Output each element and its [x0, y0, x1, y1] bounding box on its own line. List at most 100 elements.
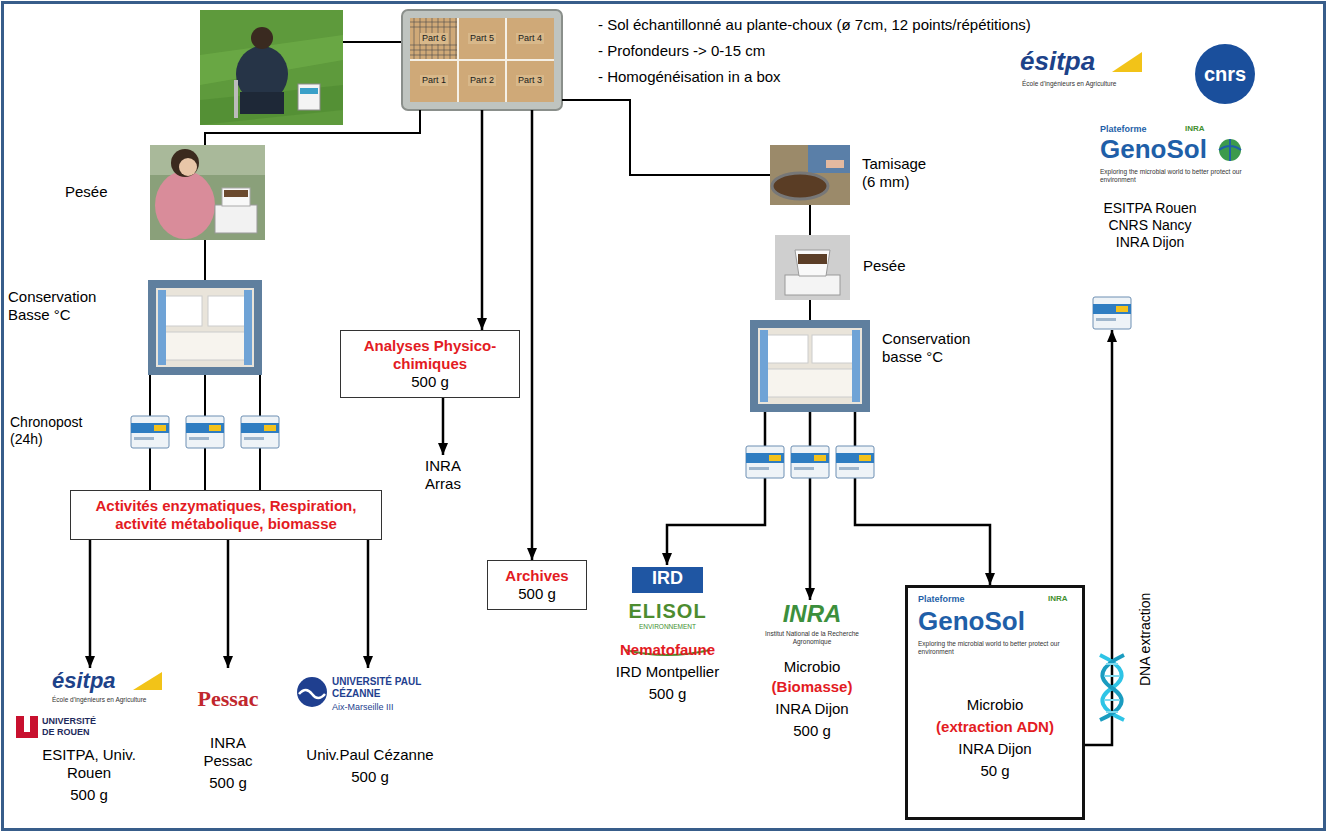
rouen-logo-mark — [16, 716, 38, 738]
process-box: Archives500 g — [487, 560, 587, 610]
connector — [442, 398, 445, 455]
node-text: Archives — [496, 567, 578, 585]
connector — [809, 412, 812, 600]
node-text: Plateforme — [918, 594, 1018, 605]
connector — [367, 540, 370, 668]
sieving-photo — [770, 145, 850, 205]
lab-destination: INRAInstitut National de la Recherche Ag… — [752, 600, 872, 745]
shipping-bag — [131, 416, 169, 448]
node-text: Institut National de la Recherche Agrono… — [752, 630, 872, 646]
photo-step: Conservation Basse °C — [6, 280, 262, 375]
node-text: Exploring the microbial world to better … — [1100, 168, 1250, 184]
shipping-bag — [791, 446, 829, 478]
dna-icon — [1100, 655, 1124, 720]
connector — [481, 110, 484, 330]
cnrs-logo-mark — [1195, 44, 1255, 104]
photo-step: Conservation basse °C — [750, 320, 1000, 412]
lab-destination: PessacINRA Pessac 500 g — [178, 668, 278, 808]
node-text: 500 g — [496, 585, 578, 603]
node-text: INRA — [1185, 124, 1215, 134]
node-text: cnrs — [1195, 62, 1255, 86]
node-text: ESITPA Rouen CNRS Nancy INRA Dijon — [1095, 200, 1205, 250]
node-text: INRA — [752, 600, 872, 629]
node-text: Nematofaune — [600, 641, 735, 659]
node-text: Aix-Marseille III — [332, 702, 442, 713]
node-text: Pesée — [65, 183, 145, 201]
node-text: Part 3 — [516, 75, 544, 86]
lab-destination: INRA Arras — [412, 455, 474, 499]
node-text: Microbio — [908, 696, 1082, 714]
node-text: 500 g — [290, 768, 450, 786]
note-label: - Profondeurs -> 0-15 cm — [598, 42, 998, 60]
node-text: Part 4 — [516, 33, 544, 44]
weighing-photo — [775, 235, 850, 300]
node-text: ELISOL — [600, 599, 735, 623]
highlight-box: PlateformeINRAGenoSolExploring the micro… — [905, 585, 1085, 820]
node-text: INRA Pessac — [198, 734, 258, 770]
esitpa-logo-mark — [1112, 52, 1142, 72]
connector — [667, 412, 765, 565]
node-text: 500 g — [349, 373, 511, 391]
tray-photo — [402, 10, 562, 110]
connector — [204, 240, 206, 280]
node-text: École d'ingénieurs en Agriculture — [52, 696, 167, 704]
node-text: 500 g — [600, 685, 735, 703]
node-text: Conservation Basse °C — [8, 288, 108, 324]
ird-logo-mark — [632, 567, 703, 593]
node-text: ésitpa — [1020, 46, 1095, 77]
node-text: Part 1 — [420, 75, 448, 86]
node-text: 500 g — [752, 722, 872, 740]
shipping-bag — [746, 446, 784, 478]
connector — [227, 540, 230, 668]
node-text: Activités enzymatiques, Respiration, act… — [79, 497, 373, 533]
node-text: Part 2 — [468, 75, 496, 86]
lab-destination: ésitpaÉcole d'ingénieurs en AgricultureU… — [12, 668, 167, 818]
shipping-bag — [1093, 297, 1131, 329]
node-text: (extraction ADN) — [908, 718, 1082, 736]
process-box: Analyses Physico-chimiques500 g — [340, 330, 520, 398]
node-text: 500 g — [24, 786, 154, 804]
node-text: Part 5 — [468, 33, 496, 44]
node-text: INRA Dijon — [908, 740, 1082, 758]
connector — [809, 205, 811, 235]
shipping-bag — [241, 416, 279, 448]
weighing-photo — [150, 145, 265, 240]
connector — [562, 100, 770, 175]
node-text: UNIVERSITÉ DE ROUEN — [42, 716, 108, 738]
node-text: ésitpa — [52, 668, 147, 694]
node-text: INRA Dijon — [752, 700, 872, 718]
node-text: 500 g — [178, 774, 278, 792]
note-label: - Homogénéisation in a box — [598, 68, 998, 86]
connector — [809, 300, 811, 320]
sample-tray: Part 6 Part 5 Part 4 Part 1 Part 2 Part 3 — [402, 10, 562, 110]
node-text: École d'ingénieurs en Agriculture — [1022, 80, 1152, 88]
lab-destination: IRDELISOLENVIRONNEMENTNematofauneIRD Mon… — [600, 565, 735, 710]
node-text: ESITPA, Univ. Rouen — [24, 746, 154, 782]
process-box: Activités enzymatiques, Respiration, act… — [70, 490, 382, 540]
node-text: Part 6 — [420, 33, 448, 44]
shipping-bag — [186, 416, 224, 448]
node-text: INRA — [1048, 594, 1078, 604]
sampling-photo — [200, 10, 343, 125]
rotated-label: DNA extraction — [1137, 584, 1154, 694]
genosol-logo-mark — [1219, 139, 1241, 161]
photo-link-line — [343, 41, 402, 43]
shipping-bag — [836, 446, 874, 478]
connector — [89, 540, 92, 668]
node-text: Tamisage (6 mm) — [862, 155, 937, 191]
node-text: Exploring the microbial world to better … — [918, 640, 1078, 656]
esitpa-logo-mark — [133, 672, 162, 690]
partner-group: ésitpaÉcole d'ingénieurs en Agriculture c… — [1000, 40, 1300, 330]
cooler-photo — [750, 320, 870, 412]
outer-frame — [3, 3, 1325, 830]
node-text: (Biomasse) — [752, 678, 872, 696]
node-text: UNIVERSITÉ PAUL CÉZANNE — [332, 676, 422, 700]
note-label: Chronopost (24h) — [10, 414, 95, 448]
node-text: Plateforme — [1100, 124, 1190, 135]
photo-step: Pesée — [775, 235, 925, 300]
node-text: Microbio — [752, 658, 872, 676]
photo-step: Pesée — [60, 145, 265, 240]
node-text: 50 g — [908, 762, 1082, 780]
node-text: Pessac — [178, 686, 278, 712]
